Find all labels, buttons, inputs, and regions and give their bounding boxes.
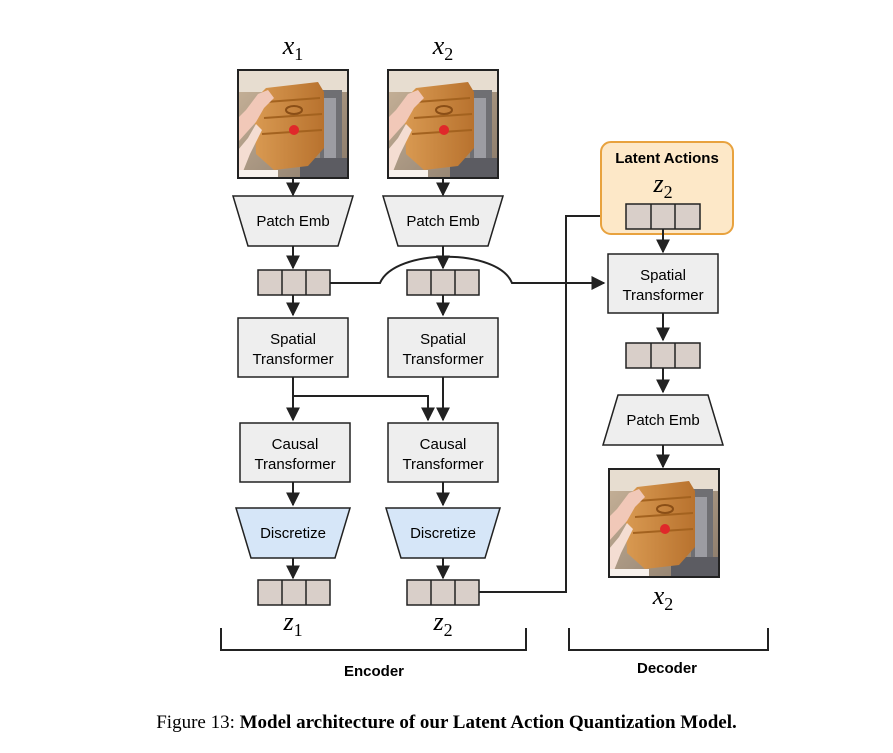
label-z2: z2 [432, 607, 452, 640]
decoder-bracket [568, 628, 769, 651]
svg-text:Discretize: Discretize [260, 525, 326, 542]
svg-text:Spatial: Spatial [420, 331, 466, 348]
token-row-decoder [625, 342, 701, 369]
spatial-transformer-decoder: Spatial Transformer [607, 253, 719, 314]
input-frame-x2 [387, 69, 499, 179]
token-row-enc2-a [406, 269, 480, 296]
svg-text:Spatial: Spatial [640, 267, 686, 284]
svg-text:Patch Emb: Patch Emb [256, 213, 329, 230]
encoder-bracket [220, 628, 527, 651]
token-row-latent [625, 203, 701, 230]
svg-text:Discretize: Discretize [410, 525, 476, 542]
svg-text:Transformer: Transformer [402, 456, 483, 473]
input-frame-x1 [237, 69, 349, 179]
caption-prefix: Figure 13: [156, 712, 240, 733]
cross-connection [293, 395, 435, 422]
token-row-z2 [406, 579, 480, 606]
skip-connection [330, 255, 606, 290]
svg-text:Transformer: Transformer [254, 456, 335, 473]
caption-text: Model architecture of our Latent Action … [239, 712, 737, 733]
encoder-label: Encoder [344, 663, 404, 680]
discretize-2: Discretize [384, 507, 502, 559]
token-row-enc1-a [257, 269, 331, 296]
svg-text:Transformer: Transformer [252, 351, 333, 368]
patch-emb-encoder-2: Patch Emb [381, 195, 505, 247]
latent-actions-box: Latent Actions z2 [600, 141, 734, 235]
svg-text:Transformer: Transformer [402, 351, 483, 368]
causal-transformer-2: Causal Transformer [387, 422, 499, 483]
svg-text:Spatial: Spatial [270, 331, 316, 348]
patch-emb-encoder-1: Patch Emb [231, 195, 355, 247]
svg-text:Causal: Causal [420, 436, 467, 453]
svg-text:Latent Actions: Latent Actions [615, 150, 719, 167]
input-label-x1: x1 [282, 31, 304, 64]
patch-emb-decoder: Patch Emb [601, 394, 725, 446]
token-row-z1 [257, 579, 331, 606]
causal-transformer-1: Causal Transformer [239, 422, 351, 483]
svg-text:Transformer: Transformer [622, 287, 703, 304]
input-label-x2: x2 [432, 31, 454, 64]
output-label-x2: x2 [652, 581, 674, 614]
spatial-transformer-enc-2: Spatial Transformer [387, 317, 499, 378]
discretize-1: Discretize [234, 507, 352, 559]
figure-caption: Figure 13: Model architecture of our Lat… [0, 712, 893, 734]
label-z1: z1 [282, 607, 302, 640]
output-frame-x2 [608, 468, 720, 578]
spatial-transformer-enc-1: Spatial Transformer [237, 317, 349, 378]
decoder-label: Decoder [637, 660, 697, 677]
svg-text:Patch Emb: Patch Emb [626, 412, 699, 429]
latent-label-z2: z2 [652, 169, 672, 202]
svg-text:Causal: Causal [272, 436, 319, 453]
svg-text:Patch Emb: Patch Emb [406, 213, 479, 230]
z2-to-latent-connection [479, 209, 624, 593]
